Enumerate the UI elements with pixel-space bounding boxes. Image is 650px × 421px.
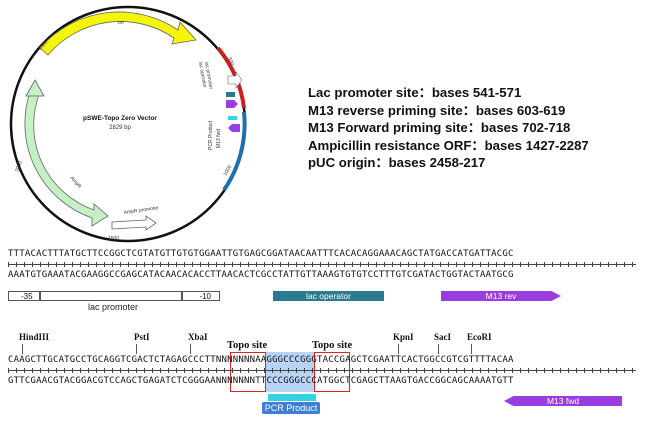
seq1-top-strand: TTTACACTTTATGCTTCCGGCTCGTATGTTGTGTGGAATT… — [8, 249, 514, 259]
tick-1000: 1000 — [223, 164, 234, 177]
site-psti: PstI — [134, 332, 150, 342]
m13-rev-arrow — [226, 100, 238, 108]
minus35-box: -35 — [8, 291, 40, 301]
m13-fwd-bar: M13 fwd — [504, 396, 622, 406]
minus10-box: -10 — [182, 291, 220, 301]
mcs-region-arc — [222, 111, 247, 192]
ampr-arrow — [24, 91, 109, 227]
tick-1500: 1500 — [108, 236, 119, 242]
tick-500: 500 — [226, 57, 235, 67]
pcr-product-tag: PCR Product — [262, 402, 320, 414]
seq1-bottom-strand: AAATGTGAAATACGAAGGCCGAGCATACAACACACCTTAA… — [8, 270, 514, 280]
site-xbai: XbaI — [188, 332, 208, 342]
site-kpni: KpnI — [393, 332, 414, 342]
lac-promoter-box — [40, 291, 182, 301]
ampr-promoter-arrow — [111, 215, 157, 231]
m13-fwd-text: M13 fwd — [546, 396, 580, 406]
pcr-product-label: PCR Product — [208, 120, 214, 150]
site-psti-line — [136, 344, 137, 354]
site-hindiii: HindIII — [19, 332, 50, 342]
pcr-product-bar — [268, 394, 316, 401]
pcr-product-text: PCR Product — [264, 403, 318, 413]
ampr-arrow-head — [25, 79, 45, 97]
lac-operator-label: lac operator — [197, 61, 208, 88]
site-xbai-line — [190, 344, 191, 354]
lac-operator-text: lac operator — [306, 291, 351, 301]
topo-site-right-label: Topo site — [312, 340, 353, 351]
site-kpni-line — [398, 344, 399, 354]
ori-arrow — [39, 11, 197, 56]
lac-promoter-label: lac promoter — [203, 61, 214, 90]
site-saci-line — [438, 344, 439, 354]
lac-operator-box — [226, 92, 235, 97]
feature-m13-forward: M13 Forward priming site：bases 702-718 — [308, 120, 571, 135]
plasmid-map: ori AmpR AmpR promoter lac promoter lac … — [9, 5, 247, 243]
pcr-product-box — [228, 116, 237, 120]
tick-2000: 2000 — [14, 160, 24, 173]
site-ecori: EcoRI — [467, 332, 492, 342]
seq2-bottom-strand: GTTCGAACGTACGGACGTCCAGCTGAGATCTCGGGAANNN… — [8, 376, 514, 386]
feature-list: Lac promoter site：bases 541-571 M13 reve… — [308, 84, 589, 172]
feature-ampicillin: Ampicillin resistance ORF：bases 1427-228… — [308, 137, 589, 153]
site-saci: SacI — [434, 332, 452, 342]
site-hindiii-line — [22, 344, 23, 354]
feature-puc-origin: pUC origin：bases 2458-217 — [308, 155, 486, 170]
seq2-ruler — [8, 370, 636, 371]
lac-operator-bar: lac operator — [273, 291, 384, 301]
feature-lac-promoter: Lac promoter site：bases 541-571 — [308, 85, 522, 100]
plasmid-name: pSWE-Topo Zero Vector — [83, 115, 157, 122]
lac-promoter-arrow — [227, 71, 243, 89]
m13-fwd-label: M13 fwd — [216, 129, 222, 148]
topo-site-left-label: Topo site — [227, 340, 268, 351]
m13-rev-bar: M13 rev — [441, 291, 561, 301]
seq2-top-strand: CAAGCTTGCATGCCTGCAGGTCGACTCTAGAGCCCTTNNN… — [8, 355, 514, 365]
minus10-label: -10 — [199, 292, 211, 301]
m13-fwd-arrow — [228, 124, 240, 132]
m13-rev-text: M13 rev — [485, 291, 517, 301]
plasmid-size: 2829 bp — [109, 125, 131, 131]
lac-promoter-text: lac promoter — [88, 302, 139, 312]
seq1-ruler — [8, 264, 636, 265]
ori-label: ori — [118, 20, 124, 26]
feature-m13-reverse: M13 reverse priming site：bases 603-619 — [308, 102, 566, 118]
site-ecori-line — [471, 344, 472, 354]
minus35-label: -35 — [21, 292, 33, 301]
ampr-promoter-label: AmpR promoter — [123, 205, 159, 216]
